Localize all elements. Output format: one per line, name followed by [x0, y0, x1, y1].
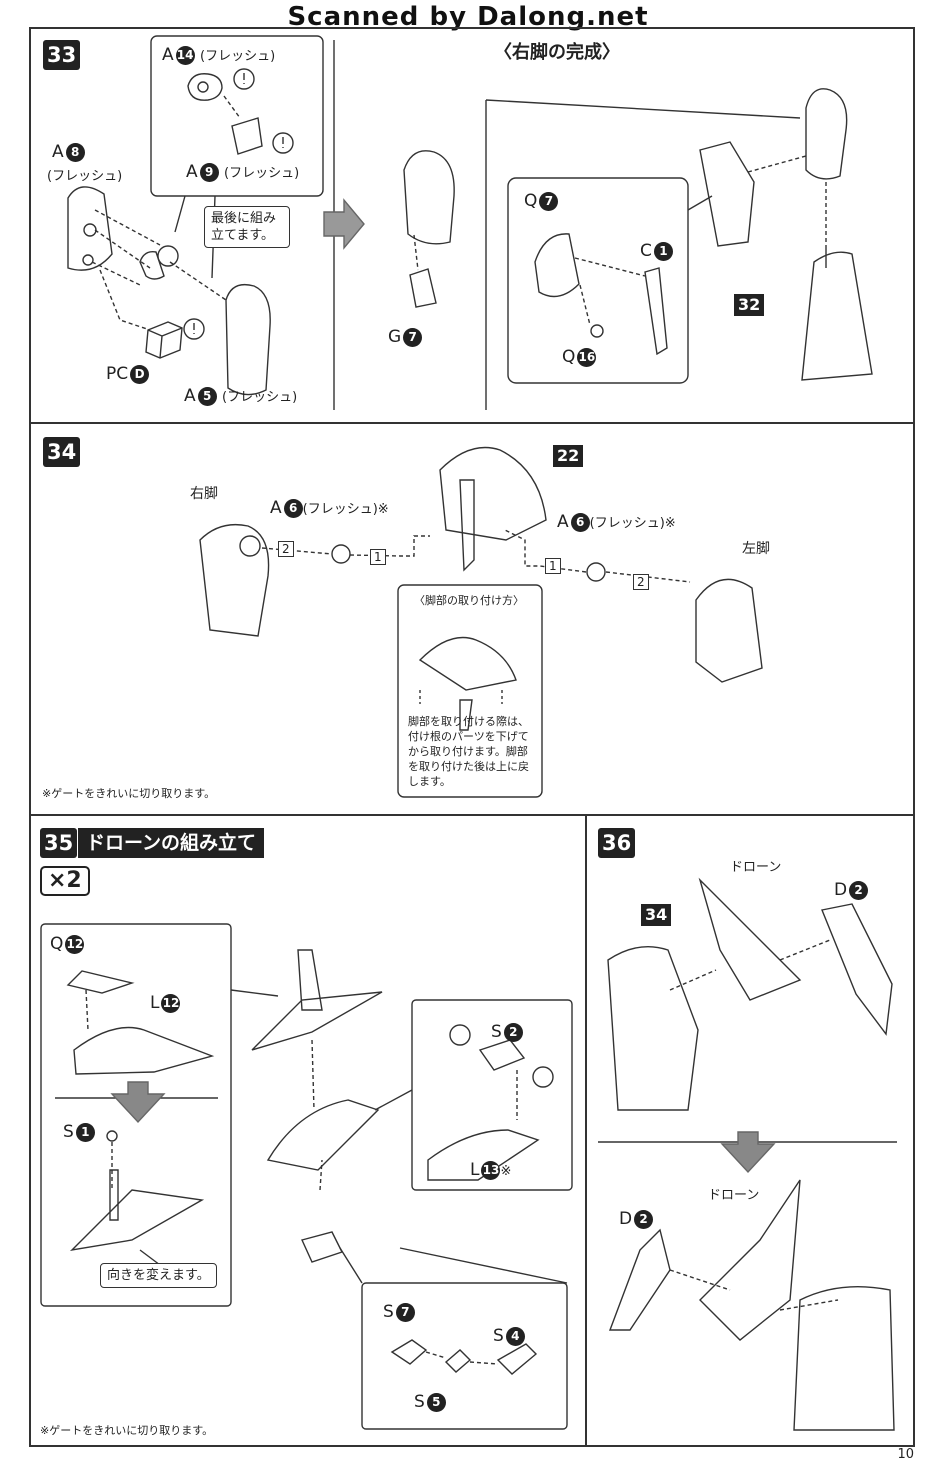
page-number: 10 — [897, 1447, 914, 1462]
order-1-left: 1 — [370, 549, 386, 565]
drone-label-bottom: ドローン — [708, 1188, 760, 1203]
step-ref-34: 34 — [641, 904, 672, 926]
step35-number: 35 — [40, 828, 78, 858]
inset-text: 脚部を取り付ける際は、付け根のパーツを下げてから取り付けます。脚部を取り付けた後… — [408, 715, 529, 788]
right-leg-label: 右脚 — [190, 486, 218, 502]
step36-number: 36 — [598, 828, 636, 858]
step33-number: 33 — [43, 40, 81, 70]
step34-footnote: ※ゲートをきれいに切り取ります。 — [42, 787, 216, 800]
inset-title: 〈脚部の取り付け方〉 — [414, 594, 524, 607]
multiplier-badge: ×2 — [40, 866, 90, 896]
step-ref-22: 22 — [553, 445, 584, 467]
step34-number: 34 — [43, 437, 81, 467]
order-2-left: 2 — [278, 541, 294, 557]
order-2-right: 2 — [633, 574, 649, 590]
step-ref-32: 32 — [734, 294, 765, 316]
step35-callout: 向きを変えます。 — [100, 1263, 217, 1288]
step35-footnote: ※ゲートをきれいに切り取ります。 — [40, 1424, 214, 1437]
left-leg-label: 左脚 — [742, 541, 770, 557]
right-leg-complete-title: 〈右脚の完成〉 — [494, 42, 620, 63]
part-a8-note: (フレッシュ) — [47, 169, 123, 184]
drone-label-top: ドローン — [730, 860, 782, 875]
step35-title: ドローンの組み立て — [78, 828, 265, 858]
step33-callout: 最後に組み立てます。 — [204, 206, 290, 248]
order-1-right: 1 — [545, 558, 561, 574]
step36-frame — [585, 814, 915, 1447]
